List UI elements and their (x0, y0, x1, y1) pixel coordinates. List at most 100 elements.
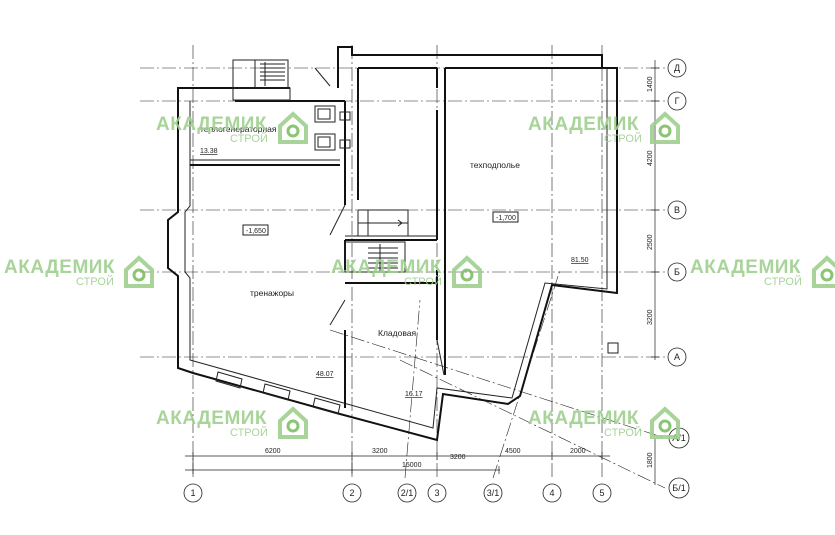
axis-markers: 1 2 2/1 3 3/1 4 5 Д Г В Б А А/1 Б/1 (183, 58, 690, 503)
room-label-boiler: теплогенераторная (200, 124, 277, 134)
dim-r4: 3200 (647, 309, 654, 325)
boiler-unit-2 (314, 133, 336, 151)
room-label-trenazhory: тренажоры (250, 288, 294, 298)
watermark-2: АКАДЕМИК СТРОЙ (528, 111, 680, 145)
outer-wall (167, 46, 618, 442)
outer-wall-inner (184, 68, 608, 429)
watermark-4: АКАДЕМИК СТРОЙ (331, 255, 482, 288)
room-label-techfloor: техподполье (470, 160, 520, 170)
watermark-5: АКАДЕМИК СТРОЙ (690, 255, 835, 288)
watermarks: АКАДЕМИК СТРОЙ АКАДЕМИК СТРОЙ АКАДЕМИК С… (4, 111, 835, 439)
axis-marker-5 (592, 483, 612, 503)
house-logo-icon (124, 255, 154, 288)
dim-total: 15000 (402, 462, 422, 469)
svg-text:АКАДЕМИК: АКАДЕМИК (156, 408, 267, 429)
axis-marker-b (667, 262, 687, 282)
axis-marker-g (667, 91, 687, 111)
svg-text:2/1: 2/1 (401, 488, 414, 498)
house-logo-icon (278, 111, 308, 144)
axis-marker-2 (342, 483, 362, 503)
svg-text:СТРОЙ: СТРОЙ (230, 426, 268, 439)
house-logo-icon (452, 255, 482, 288)
house-logo-icon (812, 255, 835, 288)
area-boiler: 13.38 (200, 148, 218, 155)
svg-text:АКАДЕМИК: АКАДЕМИК (156, 114, 267, 135)
watermark-1: АКАДЕМИК СТРОЙ (156, 111, 308, 145)
svg-text:А: А (674, 352, 680, 362)
axis-line-b1 (399, 359, 666, 489)
interior-stair-lower (344, 241, 406, 273)
axis-marker-2-1 (397, 483, 417, 503)
boiler-equipment (314, 105, 351, 151)
svg-text:5: 5 (599, 488, 604, 498)
svg-text:АКАДЕМИК: АКАДЕМИК (331, 257, 442, 278)
level-box-techfloor (492, 211, 519, 223)
boiler-unit-1 (314, 105, 336, 123)
doors (329, 204, 445, 376)
area-techfloor: 81.50 (571, 257, 589, 264)
door-techfloor (436, 339, 445, 376)
axis-marker-3-1 (483, 483, 503, 503)
house-logo-icon (650, 111, 680, 144)
door-gym (329, 204, 346, 236)
window-1 (215, 371, 243, 389)
dim-1: 6200 (265, 448, 281, 455)
svg-text:СТРОЙ: СТРОЙ (76, 275, 114, 288)
dimensions-bottom: 6200 3200 3200 4500 2000 15000 (185, 448, 610, 474)
svg-text:4: 4 (549, 488, 554, 498)
window-2 (262, 383, 291, 401)
entrance-landing (232, 87, 291, 101)
pit-square (607, 342, 619, 354)
level-main: -1,650 (246, 228, 266, 235)
axis-marker-v (667, 200, 687, 220)
svg-text:СТРОЙ: СТРОЙ (764, 275, 802, 288)
axis-line-a1 (329, 329, 666, 439)
dim-2: 3200 (372, 448, 388, 455)
area-storage: 16.17 (405, 391, 423, 398)
axis-marker-4 (542, 483, 562, 503)
svg-text:АКАДЕМИК: АКАДЕМИК (528, 114, 639, 135)
svg-text:1: 1 (190, 488, 195, 498)
dim-3: 3200 (450, 454, 466, 461)
axis-marker-b1 (668, 477, 690, 499)
house-logo-icon (278, 406, 308, 439)
dim-diag: 1800 (647, 452, 654, 468)
svg-text:3/1: 3/1 (487, 488, 500, 498)
axis-marker-3 (427, 483, 447, 503)
svg-text:Г: Г (675, 96, 680, 106)
window-3 (312, 397, 341, 415)
dimensions-right: 1400 4200 2500 3200 1800 (647, 60, 659, 485)
level-techfloor: -1,700 (496, 215, 516, 222)
room-label-storage: Кладовая (378, 328, 416, 338)
door-storage (329, 299, 346, 326)
axis-line-3-1 (492, 269, 561, 479)
svg-text:СТРОЙ: СТРОЙ (604, 132, 642, 145)
dim-r2: 4200 (647, 150, 654, 166)
svg-text:АКАДЕМИК: АКАДЕМИК (4, 257, 115, 278)
axis-marker-a (667, 347, 687, 367)
svg-text:СТРОЙ: СТРОЙ (604, 426, 642, 439)
house-logo-icon (650, 406, 680, 439)
svg-text:АКАДЕМИК: АКАДЕМИК (690, 257, 801, 278)
svg-text:СТРОЙ: СТРОЙ (230, 132, 268, 145)
dim-r3: 2500 (647, 234, 654, 250)
axis-line-2-1 (404, 299, 421, 479)
walls (167, 46, 618, 442)
bottom-windows (215, 371, 341, 415)
svg-text:АКАДЕМИК: АКАДЕМИК (528, 408, 639, 429)
svg-text:3: 3 (434, 488, 439, 498)
level-box-main (242, 224, 269, 236)
area-trenazhory: 48.07 (316, 371, 334, 378)
dim-5: 2000 (570, 448, 586, 455)
dim-4: 4500 (505, 448, 521, 455)
interior-stair (344, 209, 409, 273)
entrance-door-swing (314, 67, 331, 87)
dim-r1: 1400 (647, 76, 654, 92)
watermark-6: АКАДЕМИК СТРОЙ (156, 406, 308, 439)
svg-text:2: 2 (349, 488, 354, 498)
watermark-3: АКАДЕМИК СТРОЙ (4, 255, 154, 288)
entrance-stair (232, 59, 331, 101)
svg-text:СТРОЙ: СТРОЙ (404, 275, 442, 288)
axis-marker-1 (183, 483, 203, 503)
